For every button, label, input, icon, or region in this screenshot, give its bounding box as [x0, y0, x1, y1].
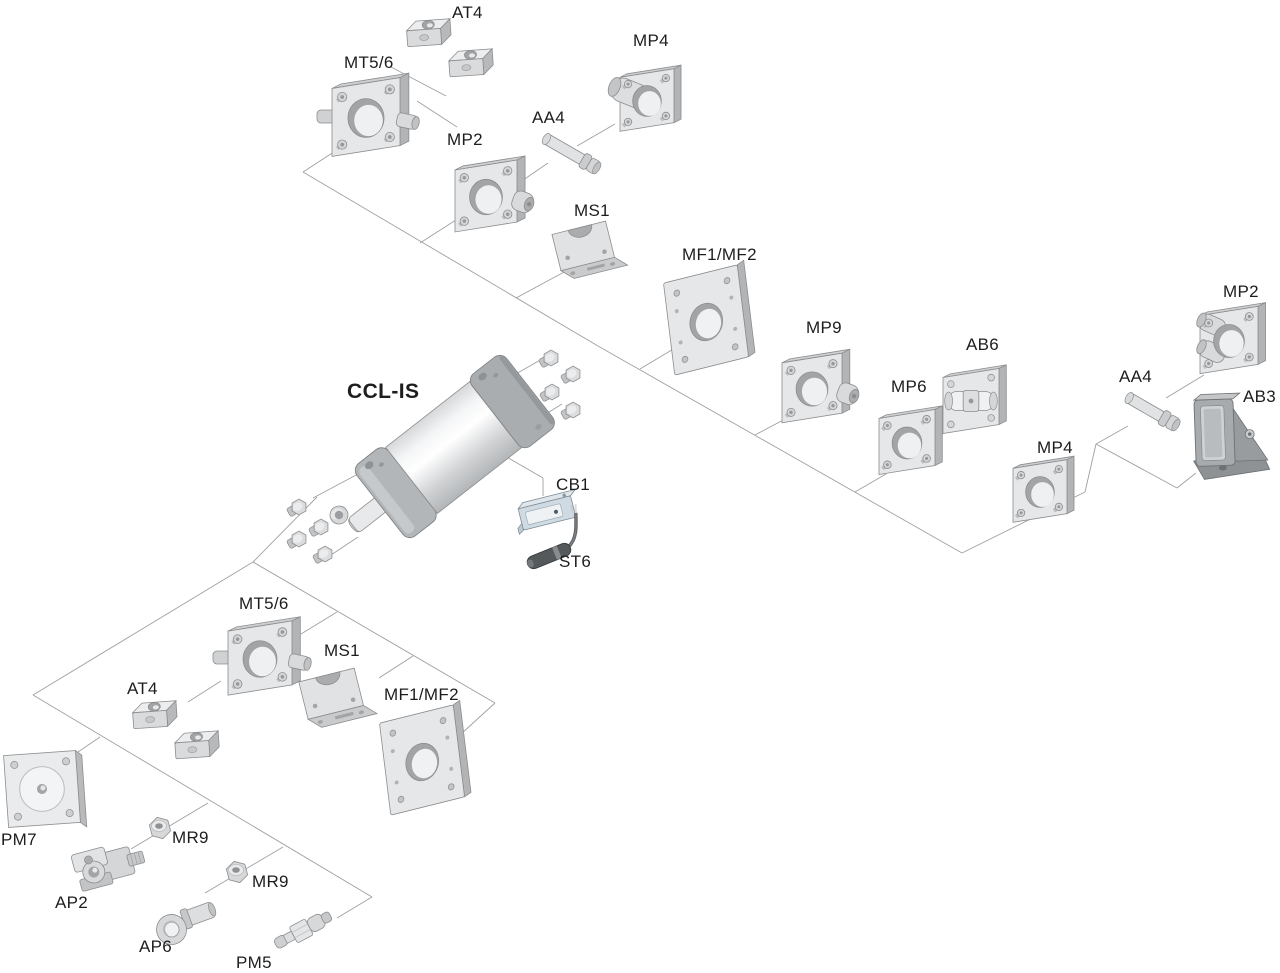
mp2-right — [1196, 301, 1266, 375]
product-label: CCL-IS — [347, 380, 420, 403]
mp2-right-label: MP2 — [1223, 282, 1259, 301]
cb1-label: CB1 — [556, 475, 590, 494]
ap2-label: AP2 — [55, 893, 89, 912]
mp2-top — [454, 155, 535, 233]
at4-top — [405, 17, 494, 78]
hex-plug — [312, 545, 333, 564]
mr9-b — [225, 860, 249, 884]
mf1-mf2-bottom — [379, 699, 472, 816]
mr9-a-label: MR9 — [172, 828, 209, 847]
ms1-top — [551, 220, 629, 279]
ab6-label: AB6 — [966, 335, 1000, 354]
mp4-top — [607, 64, 682, 132]
hex-plug — [560, 365, 581, 384]
hex-plug — [539, 383, 560, 402]
mr9-a — [148, 816, 172, 840]
ap6-label: AP6 — [139, 937, 173, 956]
aa4-right — [1124, 392, 1181, 432]
mp4-right — [1012, 455, 1075, 523]
aa4-top — [541, 133, 602, 175]
mt56-top-label: MT5/6 — [344, 53, 394, 72]
hex-plug — [538, 349, 559, 368]
pm7 — [3, 749, 88, 828]
rod-nut — [329, 505, 349, 525]
ms1-bottom — [298, 667, 379, 728]
at4-bottom — [131, 699, 220, 760]
ab3 — [1192, 392, 1271, 480]
mt56-top — [316, 72, 420, 157]
mt56-bottom — [212, 616, 312, 696]
pm7-label: PM7 — [1, 830, 37, 849]
mp9 — [781, 348, 860, 424]
pm5 — [274, 911, 333, 949]
mp9-label: MP9 — [806, 318, 842, 337]
mf1-mf2-right — [663, 259, 756, 376]
hex-plug — [560, 401, 581, 420]
ap2 — [70, 846, 146, 892]
hex-plug — [286, 530, 307, 549]
mp4-right-label: MP4 — [1037, 438, 1073, 457]
mp6 — [878, 405, 943, 475]
cb1 — [517, 488, 577, 536]
mf1-mf2-right-label: MF1/MF2 — [682, 245, 757, 264]
fastener-plugs — [286, 349, 581, 564]
hex-plug — [286, 498, 307, 517]
aa4-right-label: AA4 — [1119, 367, 1153, 386]
mt56-bottom-label: MT5/6 — [239, 594, 289, 613]
ms1-top-label: MS1 — [574, 201, 610, 220]
mp6-label: MP6 — [891, 377, 927, 396]
at4-top-label: AT4 — [452, 3, 483, 22]
aa4-top-label: AA4 — [532, 108, 566, 127]
ccl-is-cylinder — [348, 354, 555, 539]
mp2-top-label: MP2 — [447, 130, 483, 149]
mf1-mf2-bottom-label: MF1/MF2 — [384, 685, 459, 704]
st6-label: ST6 — [559, 552, 592, 571]
ms1-bottom-label: MS1 — [324, 641, 360, 660]
ab6 — [942, 364, 1007, 434]
mr9-b-label: MR9 — [252, 872, 289, 891]
mp4-top-label: MP4 — [633, 31, 669, 50]
hex-plug — [308, 518, 329, 537]
ab3-label: AB3 — [1243, 387, 1277, 406]
ap6 — [156, 901, 217, 945]
st6 — [526, 504, 578, 570]
pm5-label: PM5 — [236, 953, 272, 972]
at4-bottom-label: AT4 — [127, 679, 158, 698]
